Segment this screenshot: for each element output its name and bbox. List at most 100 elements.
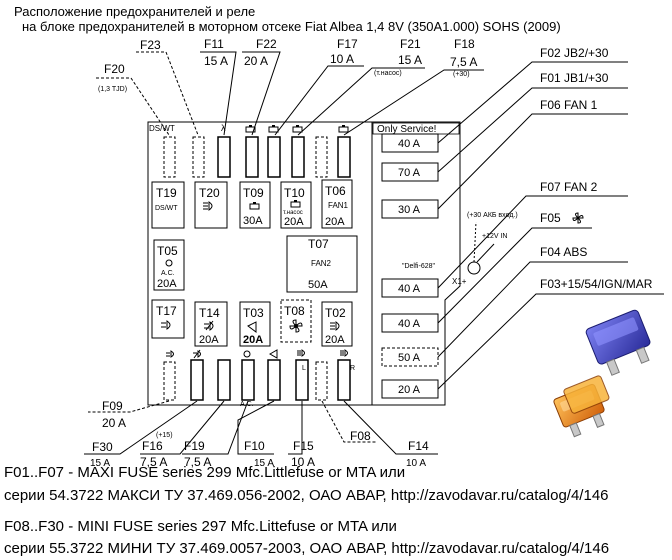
headlight-icon: [297, 349, 305, 357]
leader-f22: [242, 51, 281, 136]
relay-t10-sub: т.насос: [283, 210, 303, 216]
maxi-fuse-f06-amp: 30 A: [398, 204, 421, 216]
leader-f14: [343, 400, 438, 455]
label-f16: F16: [142, 439, 163, 453]
leader-f15: [288, 401, 303, 455]
label-f09: F09: [102, 399, 123, 413]
horn-icon: [268, 349, 278, 359]
label-f16-amp: 7,5 A: [140, 455, 167, 469]
label-f30-amp: 15 A: [90, 458, 110, 469]
label-f14-amp: 10 A: [406, 458, 426, 469]
fuse-f17: [267, 136, 281, 178]
label-f19-amp: 7,5 A: [184, 455, 211, 469]
header-subtitle: на блоке предохранителей в моторном отсе…: [22, 19, 561, 34]
leader-f11: [200, 51, 237, 136]
relay-t07-sub: FAN2: [311, 259, 332, 268]
horn-icon: [247, 321, 257, 333]
relay-t02-amp: 20A: [325, 334, 345, 346]
only-service-label: Only Service!: [377, 124, 436, 135]
relay-t09-amp: 30A: [243, 215, 263, 227]
ac-icon: [243, 350, 251, 358]
relay-t20: [194, 181, 228, 229]
leader-f05: [437, 227, 592, 324]
engine-icon: [268, 125, 279, 133]
fuse-f23: [192, 136, 205, 178]
relay-t03-amp: 20A: [243, 334, 263, 346]
leader-f23: [136, 51, 199, 136]
relay-t10-label: T10: [284, 186, 305, 200]
maxi-fuse-f04-amp: 50 A: [398, 352, 421, 364]
label-f02: F02 JB2/+30: [540, 46, 609, 60]
fan-icon: [289, 319, 303, 333]
label-f10-amp: 15 A: [254, 458, 274, 469]
label-f01: F01 JB1/+30: [540, 71, 609, 85]
relay-t07-label: T07: [308, 237, 329, 251]
label-f21: F21: [400, 37, 421, 51]
label-f04: F04 ABS: [540, 245, 587, 259]
maxi-fuse-f02-amp: 40 A: [398, 138, 421, 150]
label-f18-note: (+30): [453, 71, 470, 78]
maxi-fuse-illustration: [585, 309, 651, 376]
maxi-fuse-f03-amp: 20 A: [398, 384, 421, 396]
leader-f20: [96, 77, 170, 136]
fuse-f14-mark: R: [350, 365, 355, 372]
label-f08: F08: [350, 429, 371, 443]
battery-leader: [473, 221, 477, 263]
label-f07: F07 FAN 2: [540, 180, 598, 194]
label-f22-amp: 20 A: [244, 54, 268, 68]
relay-t17: [151, 299, 185, 339]
relay-t19: [151, 181, 185, 229]
footer-line-3: F08..F30 - MINI FUSE series 297 Mfc.Litt…: [4, 518, 397, 535]
ds-wt-label: DS/WT: [149, 124, 175, 133]
relay-t19-label: T19: [156, 186, 177, 200]
relay-t06-amp: 20A: [325, 216, 345, 228]
fuse-f20: [163, 136, 176, 178]
engine-icon: [245, 125, 256, 133]
fuse-f09: [163, 361, 176, 401]
relay-t14-amp: 20A: [199, 334, 219, 346]
relay-t06-sub: FAN1: [328, 201, 349, 210]
label-f21-amp: 15 A: [398, 53, 422, 67]
label-f17: F17: [337, 37, 358, 51]
fuse-f30: [190, 359, 204, 401]
relay-t05-amp: 20A: [157, 278, 177, 290]
relay-t03-label: T03: [243, 306, 264, 320]
fuse-f16: [217, 359, 231, 401]
label-f20: F20: [104, 62, 125, 76]
label-f03: F03+15/54/IGN/MAR: [540, 277, 653, 291]
battery-note: (+30 АКБ вход.): [467, 212, 518, 219]
relay-t02: [321, 301, 353, 347]
label-f15-amp: 10 A: [291, 455, 315, 469]
leader-f18: [343, 69, 484, 136]
label-f05: F05: [540, 211, 561, 225]
leader-f17: [274, 65, 364, 136]
label-f10: F10: [244, 439, 265, 453]
relay-t17-label: T17: [156, 304, 177, 318]
label-f11-amp: 15 A: [204, 54, 228, 68]
label-f17-amp: 10 A: [330, 52, 354, 66]
relay-t07: [286, 235, 358, 293]
leader-f04: [437, 261, 628, 358]
fan-icon: [572, 212, 584, 224]
relay-t10-amp: 20A: [284, 216, 304, 228]
foglight-icon: [166, 350, 174, 358]
leader-f01: [437, 87, 628, 173]
headlight-icon: [340, 349, 348, 357]
fuse-f10: [267, 359, 281, 401]
leader-f09: [88, 400, 170, 413]
leader-f08: [321, 400, 376, 443]
fuse-f22: [245, 136, 259, 178]
footer-line-1: F01..F07 - MAXI FUSE series 299 Mfc.Litt…: [4, 464, 406, 481]
footer-line-4: серии 55.3722 МИНИ ТУ 37.469.0057-2003, …: [4, 540, 610, 557]
fuse-f11: [217, 136, 231, 178]
relay-t09-label: T09: [243, 186, 264, 200]
label-f21-note: (т.насос): [374, 70, 402, 77]
relay-t09: [239, 181, 271, 229]
label-f20-note: (1,3 TJD): [98, 86, 127, 93]
headlight-icon: [330, 321, 340, 331]
delfi-label: "Delfi-628": [402, 263, 435, 270]
ign-note: +12V IN: [482, 233, 508, 240]
label-f14: F14: [408, 439, 429, 453]
label-f19: F19: [184, 439, 205, 453]
